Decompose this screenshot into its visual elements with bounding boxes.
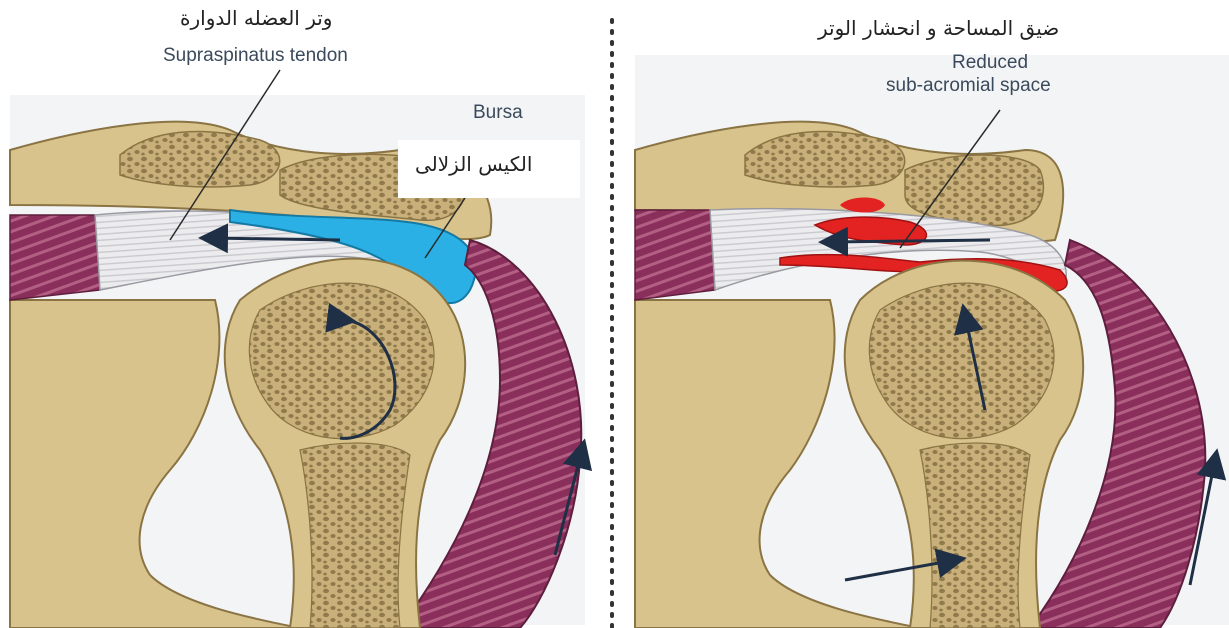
left-tendon-arrow [210,238,340,240]
right-tendon-arrow [830,240,990,242]
right-arabic-title: ضيق المساحة و انحشار الوتر [818,16,1059,40]
left-supraspinatus-label: Supraspinatus tendon [163,45,348,67]
left-arabic-title: وتر العضله الدوارة [180,6,332,30]
right-reduced-label-2: sub-acromial space [886,75,1051,97]
left-bursa-ar-label: الكيس الزلالى [415,152,532,176]
left-bursa-en-label: Bursa [473,102,523,124]
left-supraspinatus-muscle [10,215,100,300]
right-supraspinatus-muscle [635,210,715,300]
right-reduced-label-1: Reduced [952,52,1028,74]
